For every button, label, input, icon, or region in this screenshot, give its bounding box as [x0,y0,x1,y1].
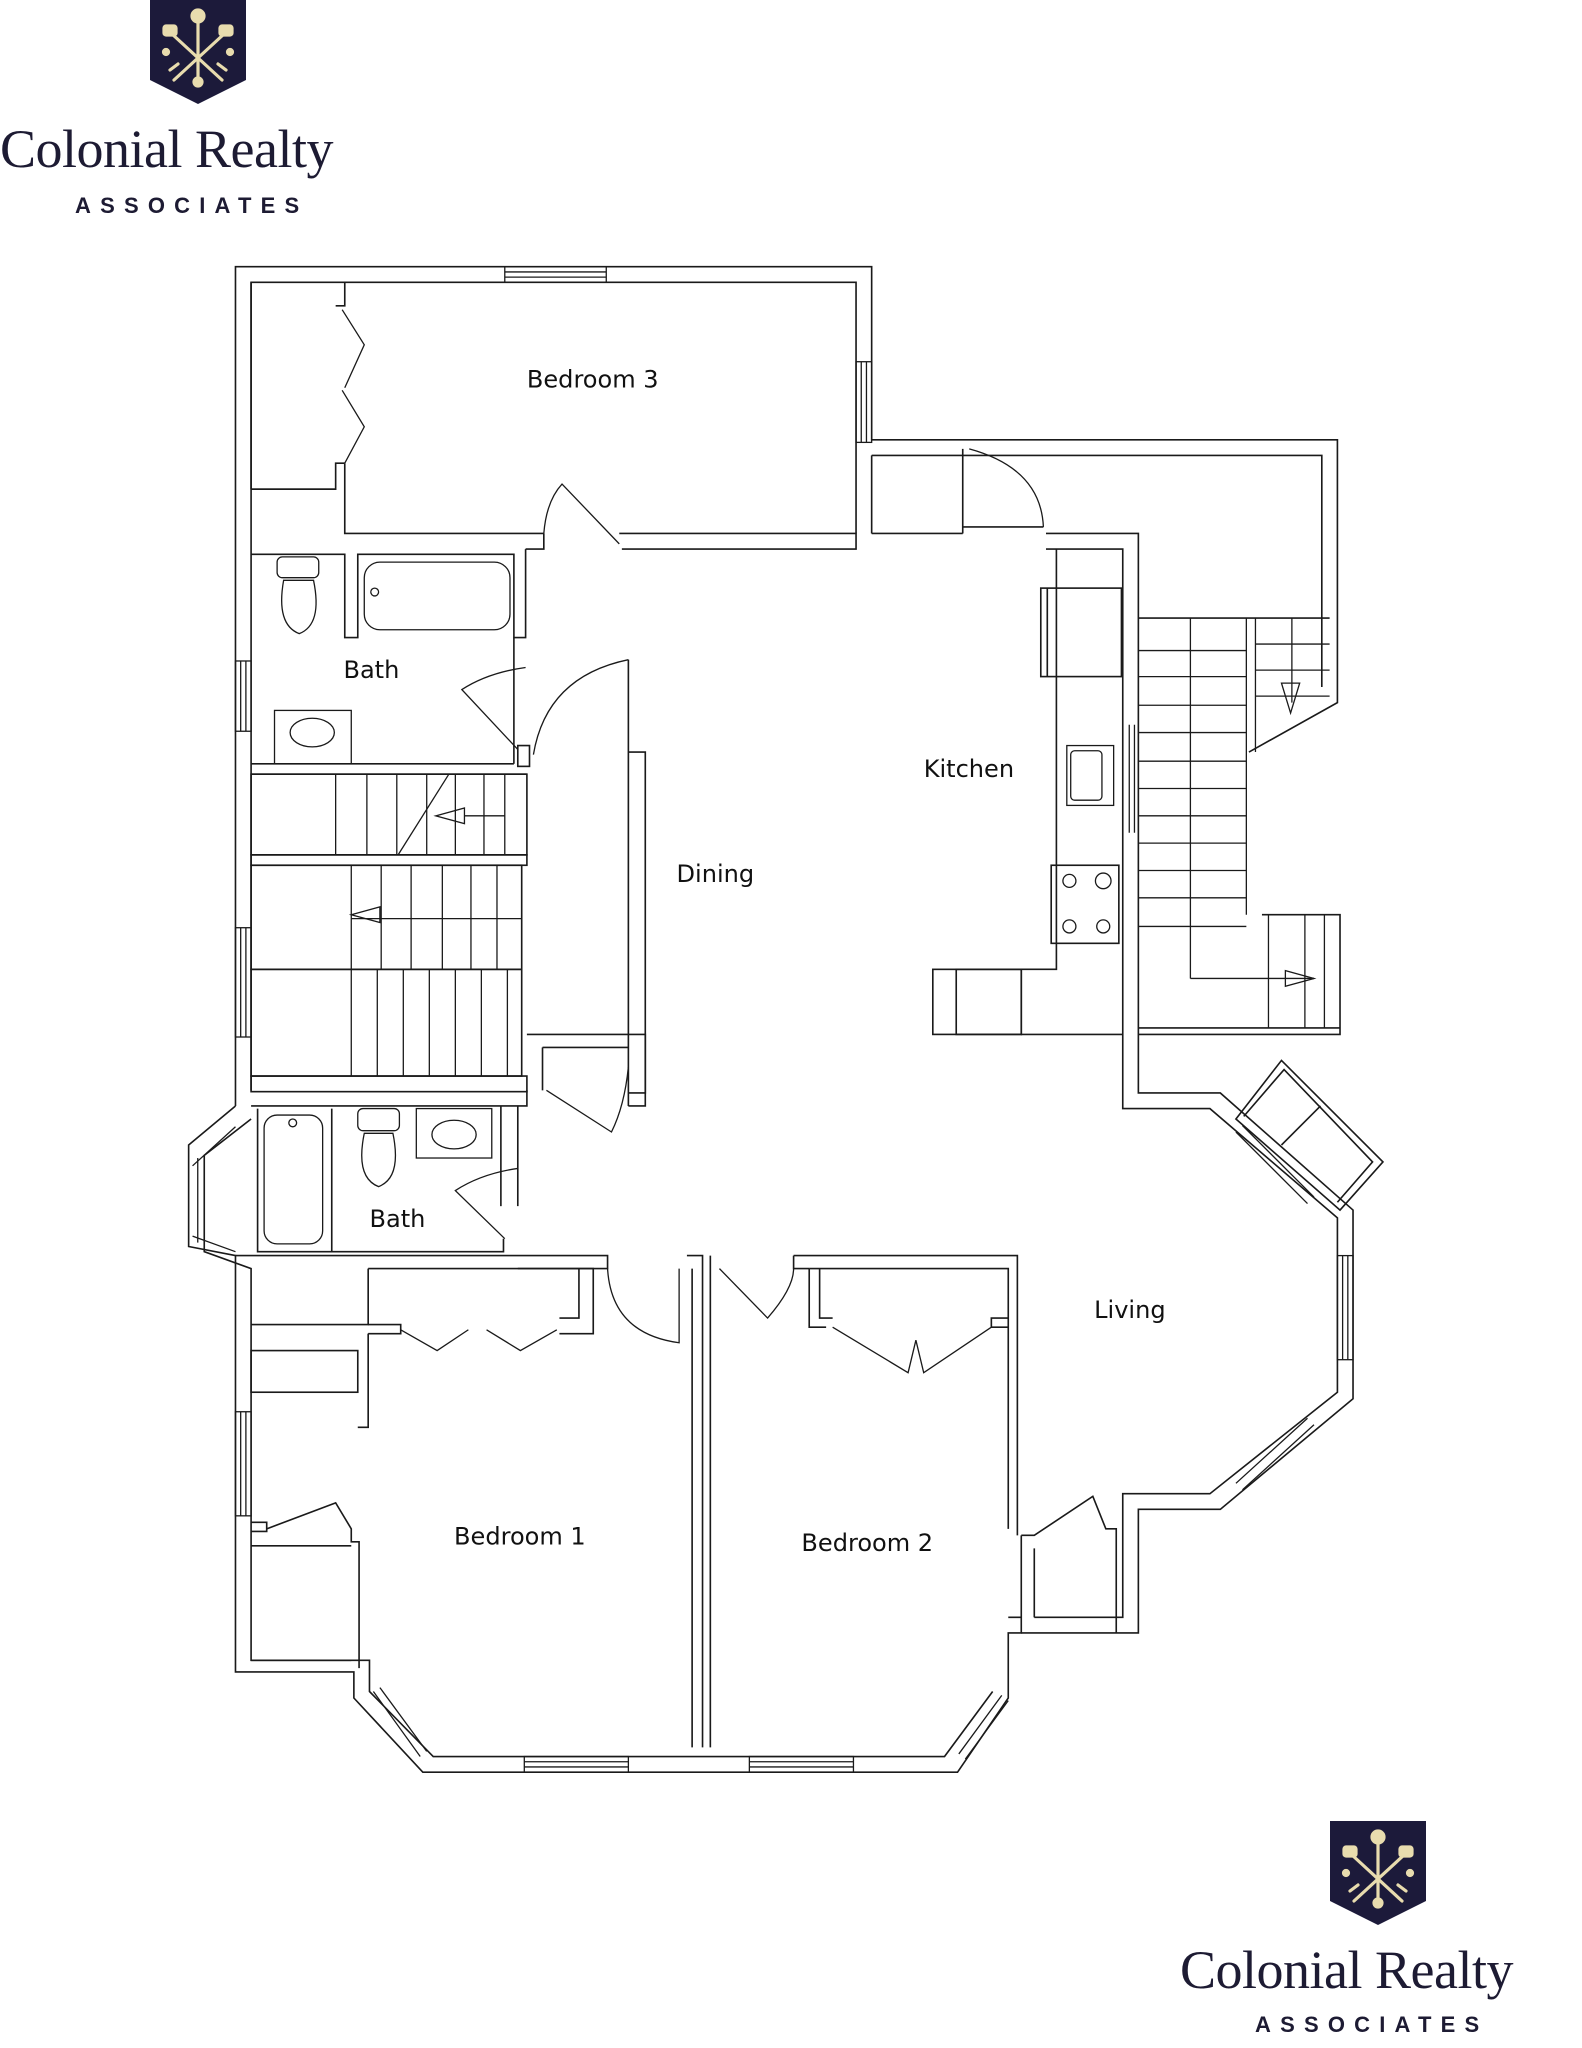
brand-logo-bottom: Colonial Realty ASSOCIATES [1170,1815,1582,2048]
crossed-keys-icon [1330,1821,1426,1925]
room-label-bath-lower: Bath [369,1205,425,1233]
crossed-keys-icon [150,0,246,104]
room-label-dining: Dining [677,860,755,888]
brand-name: Colonial Realty [1180,1940,1513,2000]
room-label-kitchen: Kitchen [924,755,1014,783]
room-label-bedroom2: Bedroom 2 [801,1529,933,1557]
room-label-living: Living [1094,1296,1165,1324]
room-label-bedroom3: Bedroom 3 [527,366,659,394]
room-label-bath-upper: Bath [343,656,399,684]
brand-name: Colonial Realty [0,119,333,179]
brand-subtitle: ASSOCIATES [1255,2012,1489,2037]
brand-logo-top: Colonial Realty ASSOCIATES [0,0,400,225]
brand-subtitle: ASSOCIATES [75,193,309,218]
interior-walls [235,282,1330,1748]
exterior-walls [187,265,1385,1773]
room-label-bedroom1: Bedroom 1 [454,1522,586,1550]
